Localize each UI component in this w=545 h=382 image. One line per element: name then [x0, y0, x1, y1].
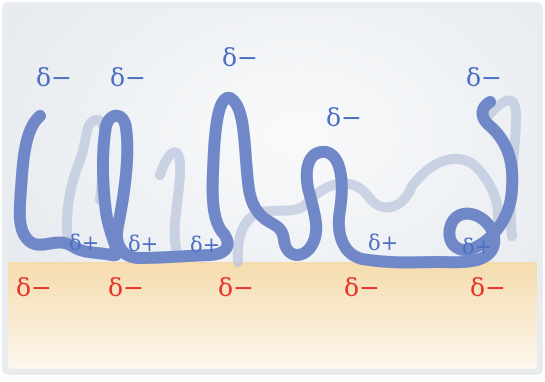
- contact-charge-3: δ+: [190, 233, 220, 257]
- contact-charge-1: δ+: [69, 231, 99, 255]
- substrate-surface: [8, 262, 537, 369]
- surface-charge-4: δ−: [344, 273, 380, 302]
- surface-charge-2: δ−: [108, 273, 144, 302]
- chain-end-charge-5: δ−: [466, 63, 502, 92]
- contact-charge-4: δ+: [368, 231, 398, 255]
- chain-end-charge-2: δ−: [110, 63, 146, 92]
- surface-charge-3: δ−: [218, 273, 254, 302]
- surface-charge-1: δ−: [16, 273, 52, 302]
- chain-end-charge-3: δ−: [222, 43, 258, 72]
- chain-end-charge-1: δ−: [36, 63, 72, 92]
- contact-charge-2: δ+: [128, 232, 158, 256]
- surface-charge-5: δ−: [470, 273, 506, 302]
- contact-charge-5: δ+: [462, 235, 492, 259]
- chain-end-charge-4: δ−: [326, 103, 362, 132]
